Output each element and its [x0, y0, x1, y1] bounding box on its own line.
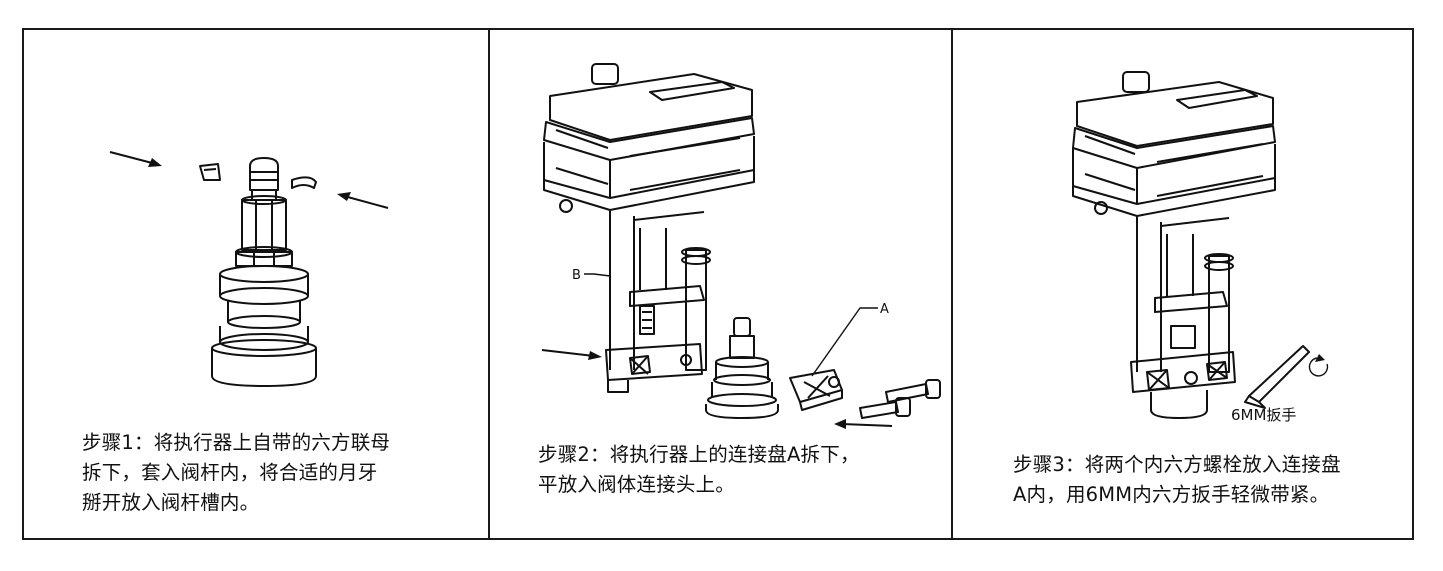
step-1-caption: 步骤1：将执行器上自带的六方联母 拆下，套入阀杆内，将合适的月牙 掰开放入阀杆槽… — [82, 428, 482, 518]
valve-body-connector — [211, 265, 317, 387]
arrow-left-icon — [834, 419, 893, 429]
step-2-caption: 步骤2：将执行器上的连接盘A拆下， 平放入阀体连接头上。 — [538, 440, 948, 500]
crescent-clip-left — [199, 163, 221, 181]
caption-line: 拆下，套入阀杆内，将合适的月牙 — [82, 461, 378, 484]
step-3-drawing: 6MM扳手 — [1072, 71, 1329, 424]
hex-key-icon — [1244, 345, 1310, 409]
caption-line: 平放入阀体连接头上。 — [538, 473, 736, 496]
caption-line: 掰开放入阀杆槽内。 — [82, 491, 260, 514]
instruction-frame: 步骤1：将执行器上自带的六方联母 拆下，套入阀杆内，将合适的月牙 掰开放入阀杆槽… — [22, 28, 1414, 540]
caption-line: 步骤3：将两个内六方螺栓放入连接盘 — [1013, 453, 1341, 476]
arrow-left-icon — [337, 192, 389, 209]
actuator-coupling — [605, 343, 703, 393]
actuator-yoke — [1136, 216, 1234, 373]
caption-line: A内，用6MM内六方扳手轻微带紧。 — [1013, 483, 1330, 506]
actuator-housing — [1072, 71, 1276, 217]
arrow-right-icon — [541, 349, 602, 360]
caption-line: 步骤2：将执行器上的连接盘A拆下， — [538, 443, 860, 466]
callout-b-label: B — [572, 268, 581, 283]
step-2-panel: B — [488, 30, 953, 538]
arrow-right-icon — [109, 151, 162, 167]
valve-stem-assembly — [705, 317, 779, 419]
valve-stem — [235, 157, 293, 267]
callout-b: B — [572, 268, 611, 352]
callout-a: A — [811, 302, 889, 377]
tool-label: 6MM扳手 — [1231, 406, 1296, 424]
step-2-drawing: B — [541, 63, 941, 429]
caption-line: 步骤1：将执行器上自带的六方联母 — [82, 431, 391, 454]
assembled-coupling — [1130, 351, 1236, 419]
callout-a-label: A — [880, 302, 889, 317]
hex-bolt — [885, 379, 941, 403]
hex-bolt — [859, 397, 911, 419]
step-1-panel: 步骤1：将执行器上自带的六方联母 拆下，套入阀杆内，将合适的月牙 掰开放入阀杆槽… — [24, 30, 488, 538]
step-1-drawing — [109, 151, 389, 387]
rotate-clockwise-icon — [1308, 354, 1329, 377]
step-3-panel: 6MM扳手 步骤3：将两个内六方螺栓放入连接盘 A内，用6MM内六方扳手轻微带紧… — [951, 30, 1414, 538]
step-3-caption: 步骤3：将两个内六方螺栓放入连接盘 A内，用6MM内六方扳手轻微带紧。 — [1013, 450, 1413, 510]
actuator-housing — [543, 63, 755, 213]
connection-plate-a — [789, 369, 843, 411]
crescent-clip-right — [291, 176, 317, 189]
